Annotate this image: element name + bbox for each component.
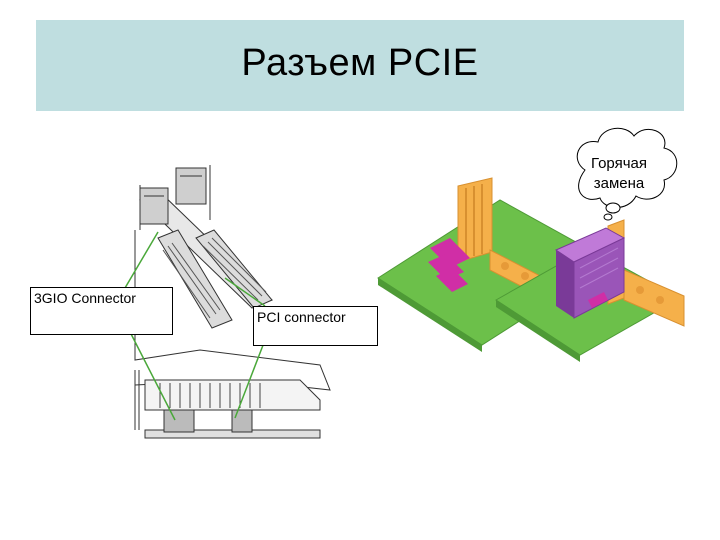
pointer-lines [124,231,266,421]
thought-cloud [576,127,678,221]
pci-connector-label: PCI connector [253,306,378,346]
3gio-connector-label: 3GIO Connector [30,287,173,335]
callout-line-2: замена [593,175,645,192]
hot-swap-callout: Горячая замена [584,154,654,194]
slide-title: Разъем PCIE [241,42,479,84]
callout-line-1: Горячая [590,155,648,172]
title-band: Разъем PCIE [36,20,684,111]
